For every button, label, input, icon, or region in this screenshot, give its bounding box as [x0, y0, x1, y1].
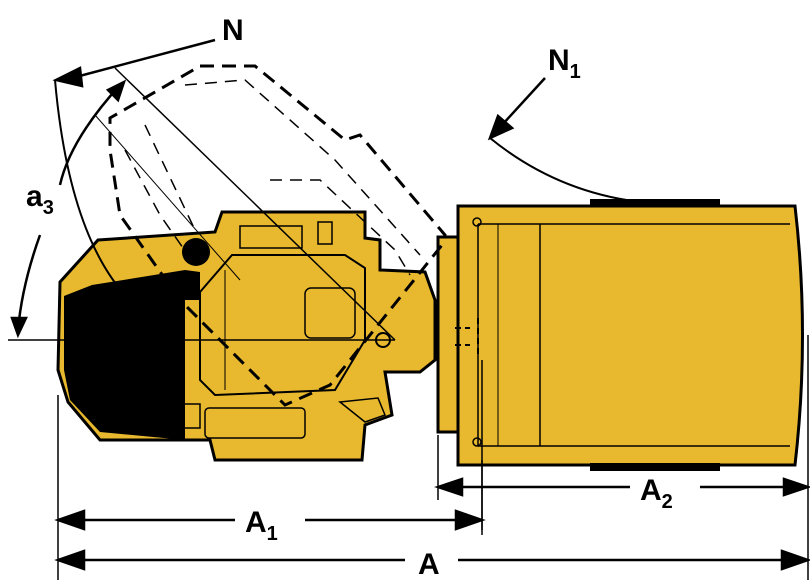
n-arrow — [52, 38, 216, 88]
label-n1: N1 — [548, 44, 581, 83]
label-a1: A1 — [245, 506, 278, 545]
dimension-a2 — [434, 477, 810, 497]
articulated-position-outline — [108, 64, 447, 407]
n1-arrow — [487, 77, 546, 141]
dimension-extension-lines — [57, 335, 809, 580]
label-a3: a3 — [26, 180, 54, 219]
turning-radius-arcs — [54, 79, 651, 311]
dimension-a1 — [54, 509, 486, 531]
label-n: N — [222, 14, 244, 47]
dump-box — [436, 199, 804, 530]
tractor-unit — [56, 210, 437, 462]
dimension-a — [54, 549, 810, 571]
reference-lines — [8, 67, 396, 341]
label-a2: A2 — [640, 474, 673, 513]
label-a: A — [418, 548, 440, 581]
articulation-angle-arc — [10, 79, 127, 339]
